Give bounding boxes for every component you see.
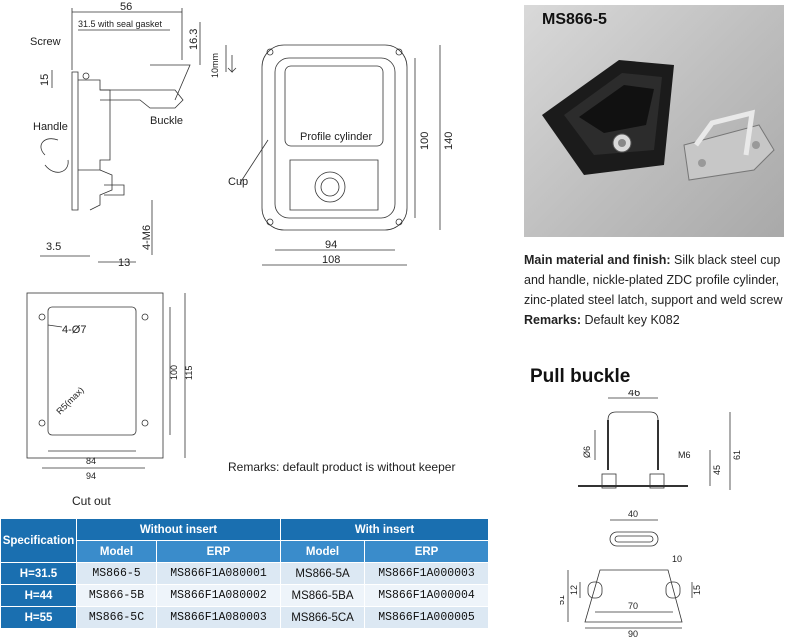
erp-b-cell: MS866F1A000005 [364, 606, 490, 629]
dim-10mm: 10mm [210, 53, 220, 78]
pb-dim-10: 10 [672, 554, 682, 564]
cutout-drawing: 4-Ø7 R5(max) 100 115 84 94 [26, 292, 194, 481]
spec-table: Specification Without insert With insert… [0, 518, 490, 629]
without-insert-header: Without insert [75, 518, 282, 541]
dim-cutout-84: 84 [86, 456, 96, 466]
dim-gasket: 31.5 with seal gasket [78, 19, 163, 29]
erp-b-cell: MS866F1A000003 [364, 562, 490, 585]
pb-dim-d6: Ø6 [582, 446, 592, 458]
material-label: Main material and finish: [524, 253, 671, 267]
latch-photo-illustration [542, 60, 775, 181]
pb-dim-46: 46 [628, 390, 640, 399]
side-plate [71, 71, 79, 211]
dim-108: 108 [322, 254, 340, 266]
pull-buckle-title: Pull buckle [530, 366, 631, 387]
model-b-cell: MS866-5CA [280, 606, 366, 629]
product-description: Main material and finish: Silk black ste… [524, 250, 786, 330]
pull-buckle-drawing: 46 Ø6 M6 45 61 40 10 51 12 15 70 90 [560, 390, 742, 638]
pb-dim-15: 15 [692, 585, 702, 595]
dim-13: 13 [118, 257, 130, 269]
dim-15: 15 [39, 74, 51, 86]
label-handle: Handle [33, 121, 68, 133]
spec-cell: H=44 [0, 584, 77, 607]
pb-dim-51: 51 [560, 595, 566, 605]
pb-dim-40: 40 [628, 509, 638, 519]
front-cup-outline [261, 44, 408, 231]
material-text: Silk black steel cup and handle, nickle-… [524, 253, 783, 307]
dim-16-3: 16.3 [188, 29, 200, 50]
dim-140: 140 [443, 132, 455, 150]
label-profile-cylinder: Profile cylinder [300, 131, 372, 143]
dim-cutout-100: 100 [169, 365, 179, 380]
model-b-cell: MS866-5A [280, 562, 366, 585]
model-a-cell: MS866-5C [76, 606, 157, 629]
dim-4-d7: 4-Ø7 [62, 324, 86, 336]
table-row: H=44 MS866-5B MS866F1A080002 MS866-5BA M… [0, 584, 490, 607]
erp-a-cell: MS866F1A080002 [155, 584, 282, 607]
erp-a-cell: MS866F1A080003 [155, 606, 282, 629]
cutout-label: Cut out [72, 494, 111, 508]
col-erp-a: ERP [155, 540, 282, 563]
remark-keeper: Remarks: default product is without keep… [228, 460, 456, 474]
col-model-b: Model [280, 540, 366, 563]
pb-dim-90: 90 [628, 629, 638, 638]
model-a-cell: MS866-5 [76, 562, 157, 585]
col-erp-b: ERP [364, 540, 490, 563]
with-insert-header: With insert [280, 518, 490, 541]
remarks-label: Remarks: [524, 313, 581, 327]
front-handle [284, 65, 384, 147]
cutout-opening [47, 306, 137, 436]
spec-header: Specification [0, 518, 77, 563]
spec-cell: H=55 [0, 606, 77, 629]
table-row: H=31.5 MS866-5 MS866F1A080001 MS866-5A M… [0, 562, 490, 585]
dim-cutout-115: 115 [184, 366, 194, 380]
product-photo: MS866-5 [524, 5, 784, 237]
dim-100: 100 [419, 132, 431, 150]
erp-b-cell: MS866F1A000004 [364, 584, 490, 607]
model-b-cell: MS866-5BA [280, 584, 366, 607]
pb-dim-m6: M6 [678, 450, 691, 460]
spec-cell: H=31.5 [0, 562, 77, 585]
pb-dim-12: 12 [569, 585, 579, 595]
dim-r5: R5(max) [54, 385, 85, 416]
dim-4-m6: 4-M6 [141, 225, 153, 250]
dim-cutout-94: 94 [86, 471, 96, 481]
photo-title: MS866-5 [542, 11, 607, 28]
pb-dim-70: 70 [628, 601, 638, 611]
col-model-a: Model [76, 540, 157, 563]
table-row: H=55 MS866-5C MS866F1A080003 MS866-5CA M… [0, 606, 490, 629]
label-buckle: Buckle [150, 115, 183, 127]
side-body [78, 79, 111, 171]
pb-dim-45: 45 [712, 465, 722, 475]
dim-56: 56 [120, 1, 132, 13]
label-screw: Screw [30, 36, 61, 48]
model-a-cell: MS866-5B [76, 584, 157, 607]
dim-3-5: 3.5 [46, 241, 61, 253]
remarks-text: Default key K082 [584, 313, 680, 327]
dim-94: 94 [325, 239, 337, 251]
pb-dim-61: 61 [732, 450, 742, 460]
erp-a-cell: MS866F1A080001 [155, 562, 282, 585]
latch-technical-drawing: 56 31.5 with seal gasket Screw Buckle Ha… [30, 1, 455, 269]
label-cup: Cup [228, 176, 248, 188]
